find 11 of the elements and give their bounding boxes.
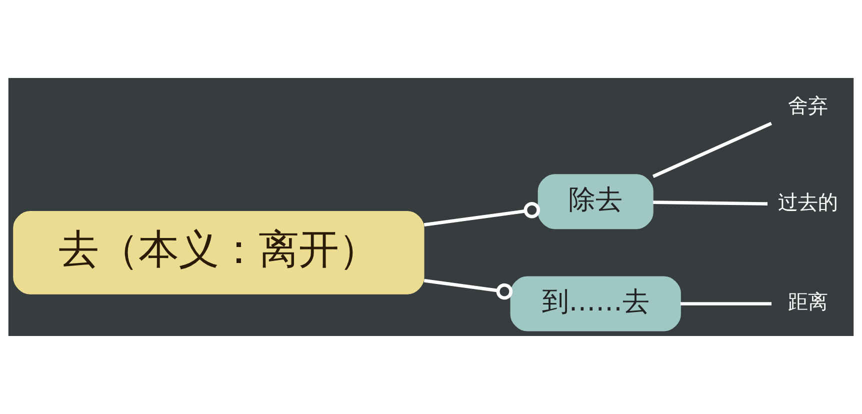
node-box: 去（本义：离开） — [13, 211, 424, 294]
node-text: 舍弃 — [788, 93, 828, 118]
node-box: 到……去 — [510, 276, 681, 332]
connector — [424, 278, 513, 300]
node-text: 距离 — [788, 289, 828, 314]
connector — [652, 122, 772, 178]
connector — [680, 302, 772, 306]
connector — [424, 202, 540, 226]
node-text: 过去的 — [778, 190, 838, 214]
connector — [653, 200, 768, 206]
node-box: 除去 — [538, 174, 654, 230]
